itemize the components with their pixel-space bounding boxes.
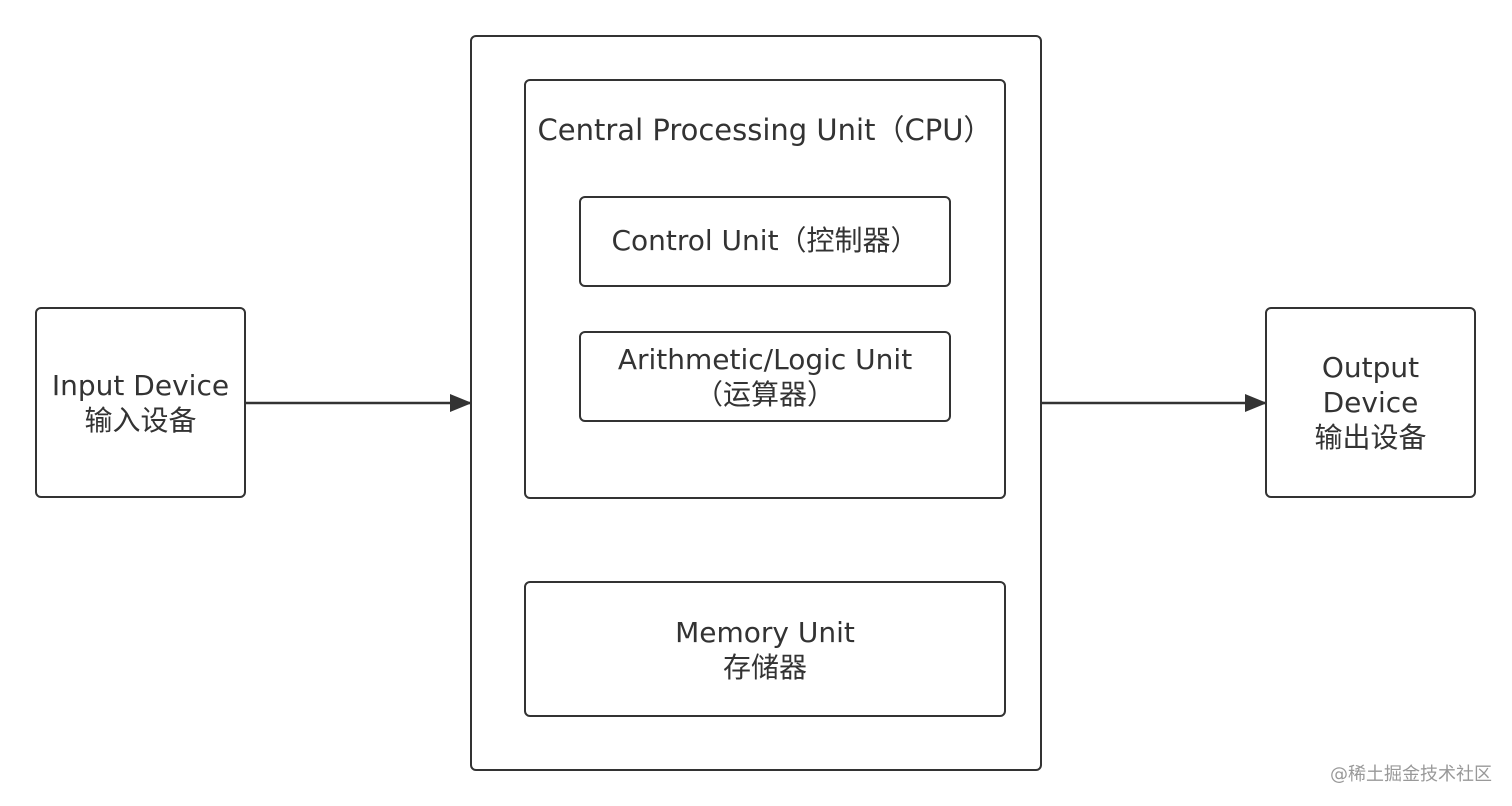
control-unit-box [579, 196, 951, 287]
memory-unit-label: Memory Unit 存储器 [524, 615, 1006, 685]
alu-text-line1: Arithmetic/Logic Unit [617, 343, 913, 376]
output-text-line2: Device [1322, 386, 1419, 419]
alu-box [579, 331, 951, 422]
memory-text-line1: Memory Unit [675, 616, 855, 649]
output-text-line3: 输出设备 [1314, 421, 1427, 454]
input-text-line1: Input Device [51, 369, 230, 402]
input-device-label: Input Device 输入设备 [35, 368, 246, 438]
memory-unit-box [524, 581, 1006, 717]
output-device-box [1265, 307, 1476, 498]
output-device-label: Output Device 输出设备 [1265, 350, 1476, 455]
output-text-line1: Output [1321, 351, 1420, 384]
cpu-box [524, 79, 1006, 499]
input-text-line2: 输入设备 [84, 404, 197, 437]
alu-text-line2: （运算器） [694, 378, 835, 411]
control-unit-text: Control Unit（控制器） [611, 224, 919, 257]
cpu-title: Central Processing Unit（CPU） [524, 112, 1006, 148]
alu-label: Arithmetic/Logic Unit （运算器） [579, 342, 951, 412]
memory-text-line2: 存储器 [722, 651, 807, 684]
control-unit-label: Control Unit（控制器） [579, 223, 951, 258]
input-device-box [35, 307, 246, 498]
watermark: @稀土掘金技术社区 [1330, 764, 1492, 785]
cpu-title-text: Central Processing Unit（CPU） [537, 113, 993, 147]
